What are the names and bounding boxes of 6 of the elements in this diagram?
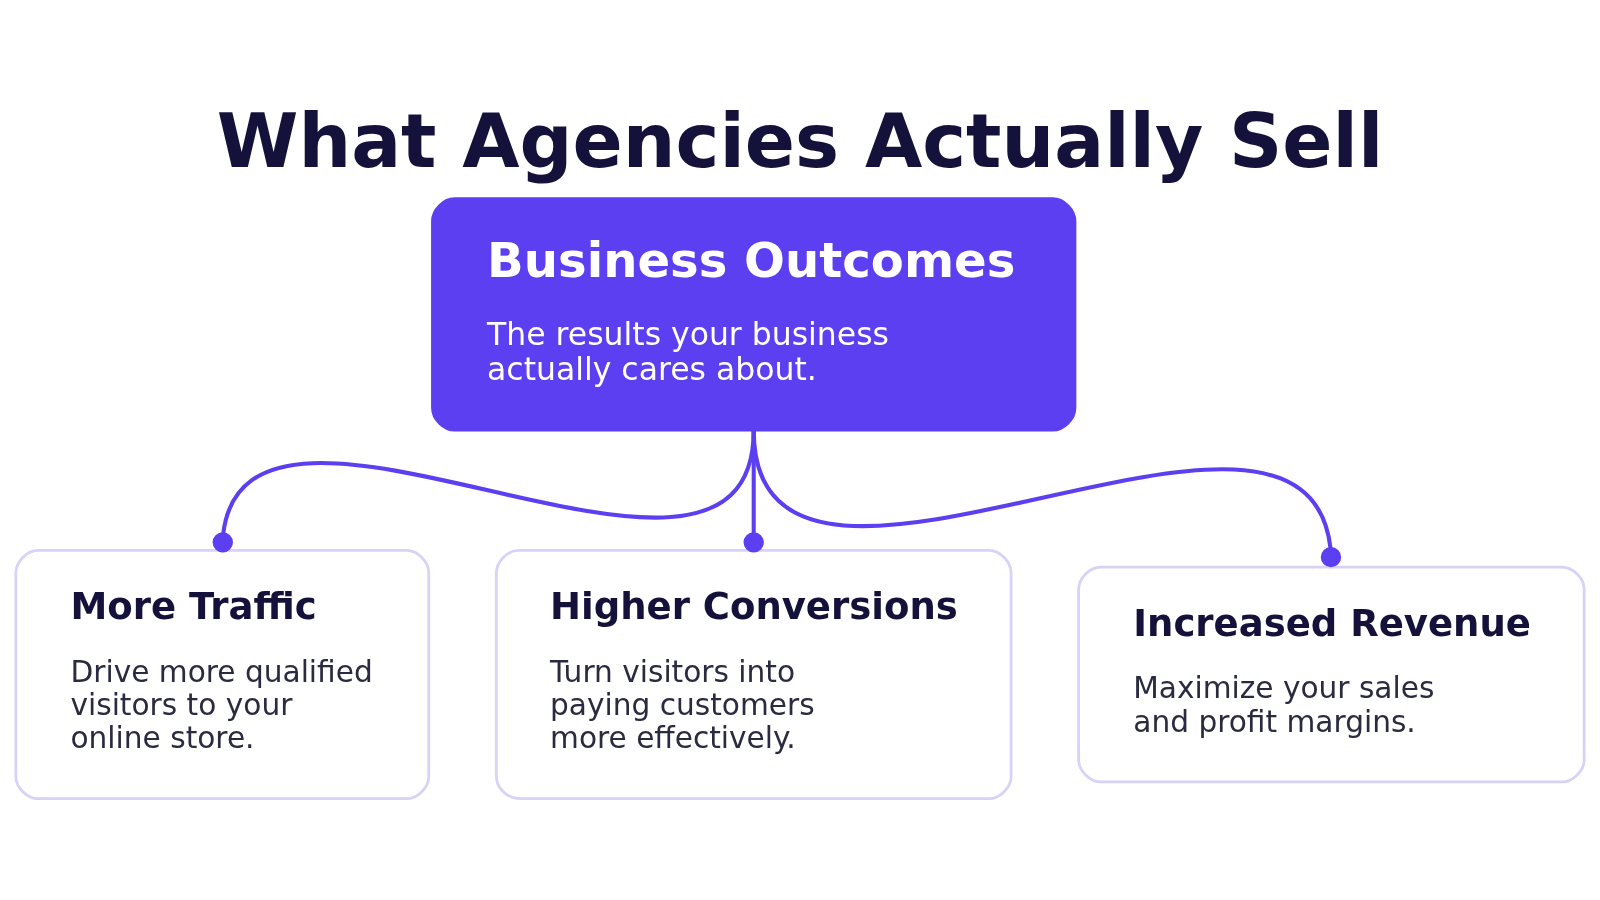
- node-box: More Traffic Drive more qualified visitors to your online store.: [14, 548, 431, 800]
- node-box: Business Outcomes The results your business actually cares about.: [431, 196, 1077, 431]
- diagram-title: What Agencies Actually Sell: [216, 97, 1384, 184]
- node-box: Increased Revenue Maximize your sales and profit margins.: [1077, 565, 1586, 783]
- node-box: Higher Conversions Turn visitors into paying customers more effectively.: [494, 548, 1013, 800]
- connector: [751, 429, 1342, 567]
